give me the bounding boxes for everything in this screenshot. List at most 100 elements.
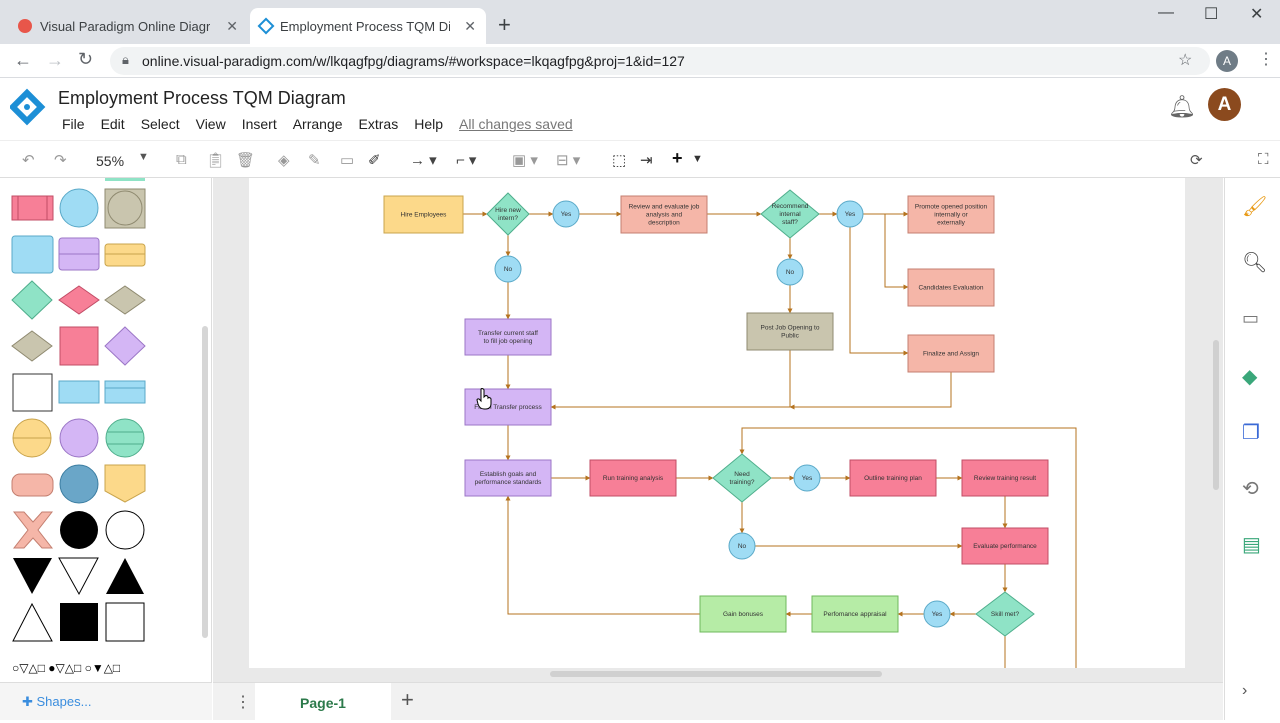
- waypoint-style-icon[interactable]: ⌐ ▾: [456, 152, 477, 169]
- shape-rect-blue-2[interactable]: [58, 380, 100, 404]
- document-title[interactable]: Employment Process TQM Diagram: [58, 88, 346, 108]
- connector-line[interactable]: [739, 427, 1077, 670]
- shape-diamond-green[interactable]: [11, 280, 53, 320]
- close-tab-icon[interactable]: ✕: [464, 18, 476, 34]
- shape-square-pink[interactable]: [59, 326, 99, 366]
- history-icon[interactable]: ⟲: [1242, 478, 1259, 500]
- browser-menu-icon[interactable]: ⋮: [1258, 51, 1274, 68]
- paste-icon[interactable]: 📋︎: [206, 152, 226, 169]
- add-element-icon[interactable]: +: [672, 148, 683, 168]
- arrange-front-icon[interactable]: ▣ ▾: [512, 152, 538, 169]
- shape-square-white[interactable]: [12, 373, 53, 412]
- node-run-training[interactable]: Run training analysis: [589, 459, 677, 497]
- connector-line[interactable]: [505, 495, 700, 615]
- align-icon[interactable]: ⊟ ▾: [556, 152, 581, 169]
- shape-palette[interactable]: ○▽△□ ●▽△□ ○▼△□: [0, 178, 200, 682]
- shadow-icon[interactable]: ▭: [340, 152, 355, 169]
- line-color-icon[interactable]: ✎: [308, 152, 321, 169]
- connector-line[interactable]: [789, 372, 952, 410]
- page-setup-icon[interactable]: ▭: [1242, 308, 1260, 328]
- refresh-icon[interactable]: ⟳: [1190, 152, 1203, 169]
- shape-diamond-purple[interactable]: [104, 326, 146, 366]
- back-icon[interactable]: ←: [14, 50, 32, 70]
- visual-paradigm-logo-icon[interactable]: [10, 88, 46, 128]
- format-painter-icon[interactable]: ✐: [368, 152, 381, 169]
- connector-style-icon[interactable]: → ▾: [410, 152, 437, 169]
- add-dropdown-icon[interactable]: ▼: [692, 153, 703, 165]
- node-skill[interactable]: Skill met?: [975, 591, 1035, 637]
- notification-bell-icon[interactable]: 🔔︎: [1168, 94, 1196, 119]
- shape-square-white-2[interactable]: [105, 602, 145, 642]
- maximize-icon[interactable]: ☐: [1204, 6, 1219, 23]
- delete-icon[interactable]: 🗑︎: [236, 152, 256, 169]
- save-status[interactable]: All changes saved: [459, 116, 573, 132]
- menu-help[interactable]: Help: [414, 116, 444, 132]
- shape-square-black[interactable]: [60, 603, 98, 641]
- format-panel-icon[interactable]: 🖌︎: [1242, 196, 1268, 218]
- connector-line[interactable]: [550, 350, 791, 410]
- shape-triangle-down-white[interactable]: [58, 557, 99, 596]
- shape-cross-salmon[interactable]: [12, 511, 54, 549]
- shape-rect-blue-3[interactable]: [104, 380, 146, 404]
- search-icon[interactable]: 🔍︎: [1242, 252, 1268, 274]
- fullscreen-icon[interactable]: ⛶: [1258, 151, 1269, 168]
- node-yes1[interactable]: Yes: [552, 200, 580, 228]
- undo-icon[interactable]: ↶: [22, 152, 35, 169]
- layers-icon[interactable]: ◆: [1242, 366, 1258, 388]
- shape-circle-white[interactable]: [105, 510, 145, 550]
- select-area-icon[interactable]: ⬚: [612, 152, 627, 169]
- shape-process-pink[interactable]: [11, 195, 54, 221]
- menu-insert[interactable]: Insert: [241, 116, 277, 132]
- node-candidates[interactable]: Candidates Evaluation: [907, 268, 995, 307]
- fill-color-icon[interactable]: ◈: [278, 152, 290, 169]
- connector-line[interactable]: [849, 227, 909, 356]
- shape-glyph-row[interactable]: ○▽△□ ●▽△□ ○▼△□: [12, 661, 120, 675]
- shape-rounded-salmon[interactable]: [11, 473, 54, 497]
- collapse-panel-icon[interactable]: ›: [1242, 682, 1248, 699]
- node-review-result[interactable]: Review training result: [961, 459, 1049, 497]
- browser-tab-1[interactable]: Visual Paradigm Online Diagrams ✕: [8, 8, 248, 44]
- node-no2[interactable]: No: [776, 258, 804, 286]
- menu-arrange[interactable]: Arrange: [292, 116, 343, 132]
- pages-menu-icon[interactable]: ⋮: [235, 694, 251, 711]
- node-yes2[interactable]: Yes: [836, 200, 864, 228]
- add-page-button[interactable]: +: [401, 687, 414, 712]
- page-tab[interactable]: Page-1: [255, 683, 391, 721]
- node-finalize[interactable]: Finalize and Assign: [907, 334, 995, 373]
- zoom-dropdown-icon[interactable]: ▼: [138, 151, 149, 163]
- node-no3[interactable]: No: [728, 532, 756, 560]
- profile-avatar[interactable]: A: [1216, 50, 1238, 72]
- shape-offpage-yellow[interactable]: [104, 464, 146, 503]
- menu-select[interactable]: Select: [140, 116, 180, 132]
- pages-icon[interactable]: ❐: [1242, 422, 1260, 444]
- shape-rect-blue[interactable]: [11, 235, 54, 274]
- user-avatar[interactable]: A: [1208, 88, 1241, 121]
- star-icon[interactable]: ☆: [1178, 52, 1193, 69]
- redo-icon[interactable]: ↷: [54, 152, 67, 169]
- connector-line[interactable]: [884, 214, 909, 290]
- node-appraisal[interactable]: Perfomance appraisal: [811, 595, 899, 633]
- shape-triangle-up-black[interactable]: [106, 558, 144, 594]
- shape-diamond-olive[interactable]: [104, 285, 146, 315]
- new-tab-button[interactable]: +: [498, 12, 511, 37]
- shape-diamond-olive-2[interactable]: [11, 330, 53, 362]
- menu-file[interactable]: File: [62, 116, 85, 132]
- canvas-v-scrollbar[interactable]: [1213, 340, 1219, 490]
- comments-icon[interactable]: ▤: [1242, 534, 1261, 556]
- shape-diamond-pink[interactable]: [58, 285, 100, 315]
- shape-circle-steel[interactable]: [59, 464, 99, 504]
- node-yes4[interactable]: Yes: [923, 600, 951, 628]
- browser-tab-2[interactable]: Employment Process TQM Diagram ✕: [250, 8, 486, 44]
- shape-circle-purple[interactable]: [59, 418, 99, 458]
- reload-icon[interactable]: ↻: [78, 49, 94, 69]
